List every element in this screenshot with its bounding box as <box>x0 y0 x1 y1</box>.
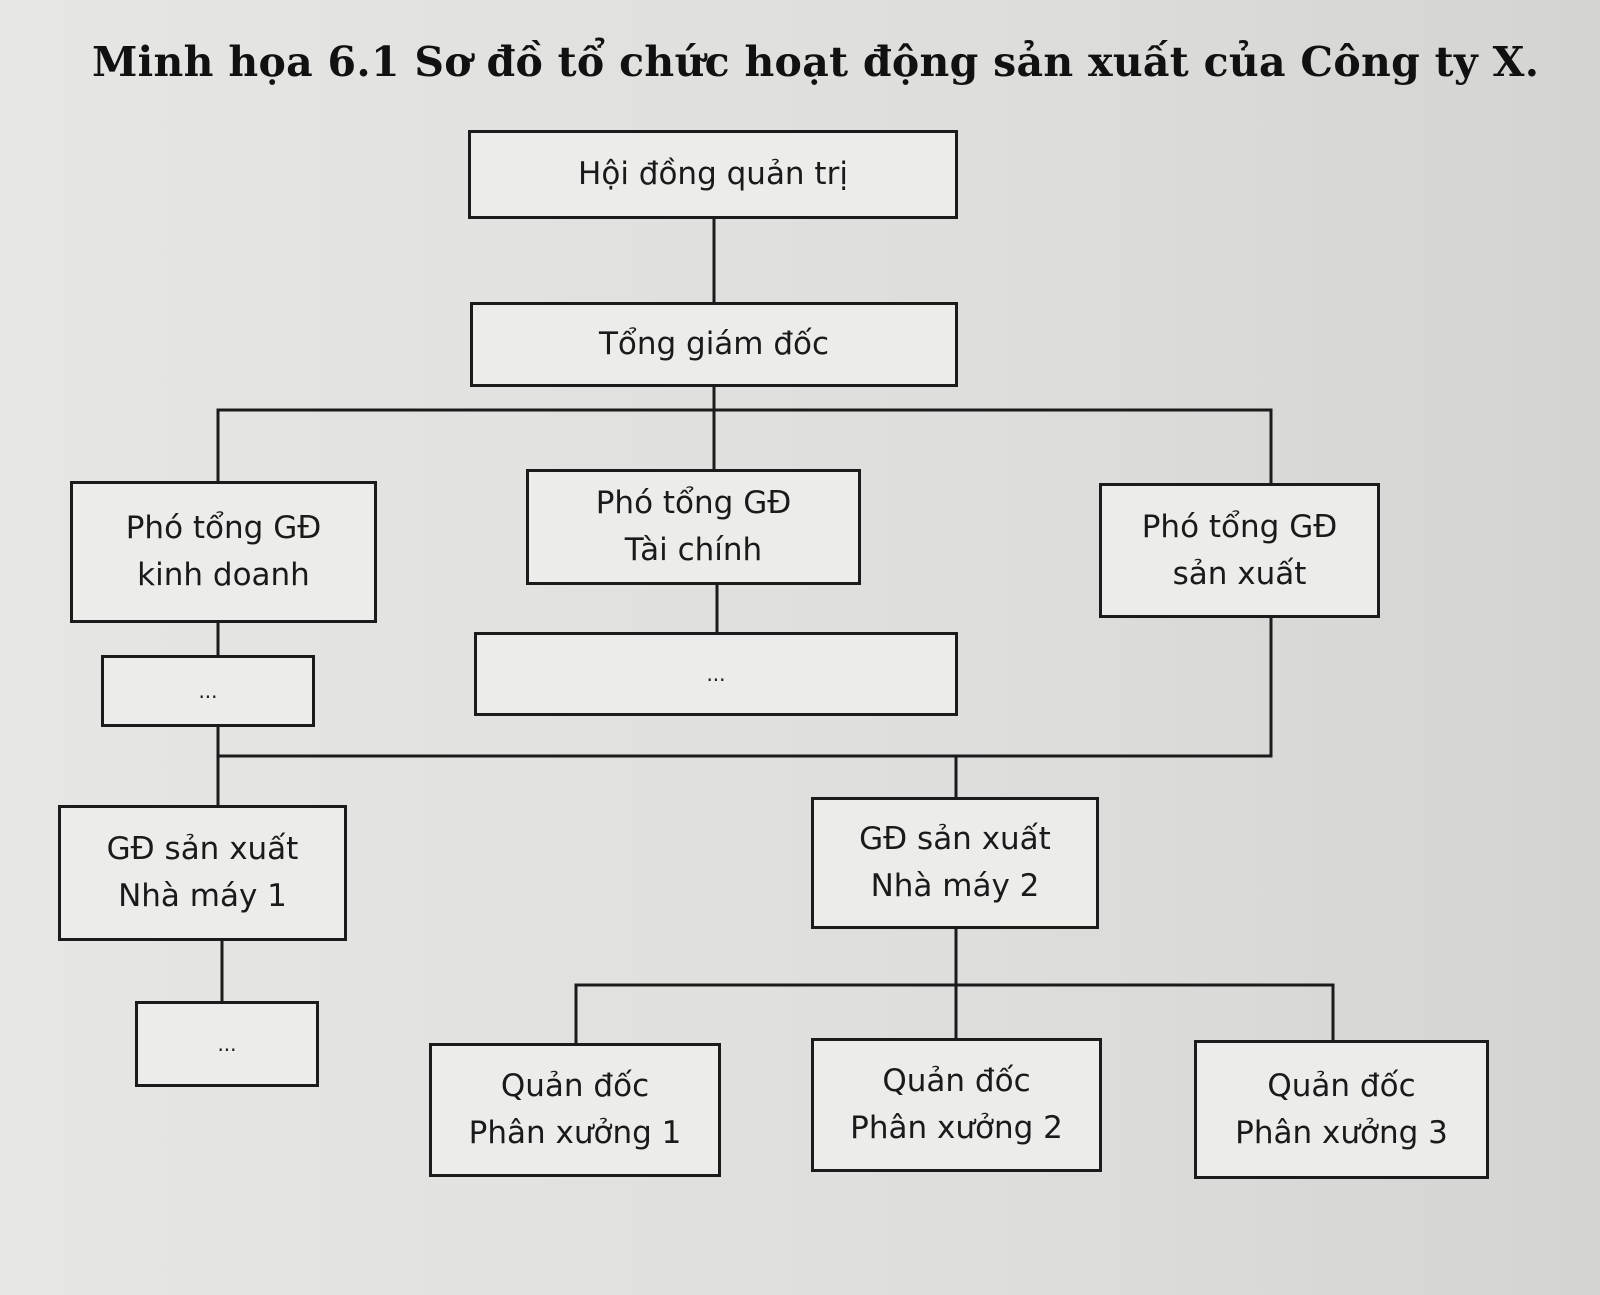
node-factory1-director-line-2: Nhà máy 1 <box>118 878 287 914</box>
node-factory2-director: GĐ sản xuất Nhà máy 2 <box>811 797 1099 929</box>
node-vp-production-line-2: sản xuất <box>1172 555 1307 592</box>
node-board: Hội đồng quản trị <box>468 130 958 219</box>
node-vp-finance-line-2: Tài chính <box>624 532 763 568</box>
node-finance-sub: ... <box>474 632 958 716</box>
node-ceo-label: Tổng giám đốc <box>598 326 830 362</box>
node-factory1-sub-label: ... <box>217 1031 237 1056</box>
node-vp-production: Phó tổng GĐ sản xuất <box>1099 483 1380 618</box>
node-workshop1-line-1: Quản đốc <box>500 1068 650 1104</box>
node-factory2-director-line-1: GĐ sản xuất <box>859 821 1051 857</box>
node-vp-business-line-1: Phó tổng GĐ <box>125 510 322 546</box>
figure-caption: Minh họa 6.1 Sơ đồ tổ chức hoạt động sản… <box>92 38 1540 86</box>
node-factory2-director-line-2: Nhà máy 2 <box>870 868 1040 904</box>
node-workshop3-line-1: Quản đốc <box>1267 1067 1416 1104</box>
node-workshop2: Quản đốc Phân xưởng 2 <box>811 1038 1102 1172</box>
node-vp-business-line-2: kinh doanh <box>137 557 310 593</box>
node-vp-finance: Phó tổng GĐ Tài chính <box>526 469 861 585</box>
node-workshop3: Quản đốc Phân xưởng 3 <box>1194 1040 1489 1179</box>
node-workshop2-line-1: Quản đốc <box>882 1063 1031 1099</box>
node-workshop3-line-2: Phân xưởng 3 <box>1235 1114 1448 1151</box>
node-factory1-director: GĐ sản xuất Nhà máy 1 <box>58 805 347 941</box>
node-workshop1: Quản đốc Phân xưởng 1 <box>429 1043 721 1177</box>
node-board-label: Hội đồng quản trị <box>578 156 848 192</box>
node-business-sub: ... <box>101 655 315 727</box>
node-finance-sub-label: ... <box>706 661 726 686</box>
node-workshop1-line-2: Phân xưởng 1 <box>468 1115 682 1151</box>
node-vp-business: Phó tổng GĐ kinh doanh <box>70 481 377 623</box>
node-workshop2-line-2: Phân xưởng 2 <box>850 1110 1063 1146</box>
node-ceo: Tổng giám đốc <box>470 302 958 387</box>
node-business-sub-label: ... <box>198 678 218 703</box>
node-factory1-sub: ... <box>135 1001 319 1087</box>
node-vp-finance-line-1: Phó tổng GĐ <box>595 485 792 521</box>
node-vp-production-line-1: Phó tổng GĐ <box>1141 508 1338 545</box>
node-factory1-director-line-1: GĐ sản xuất <box>106 831 299 867</box>
